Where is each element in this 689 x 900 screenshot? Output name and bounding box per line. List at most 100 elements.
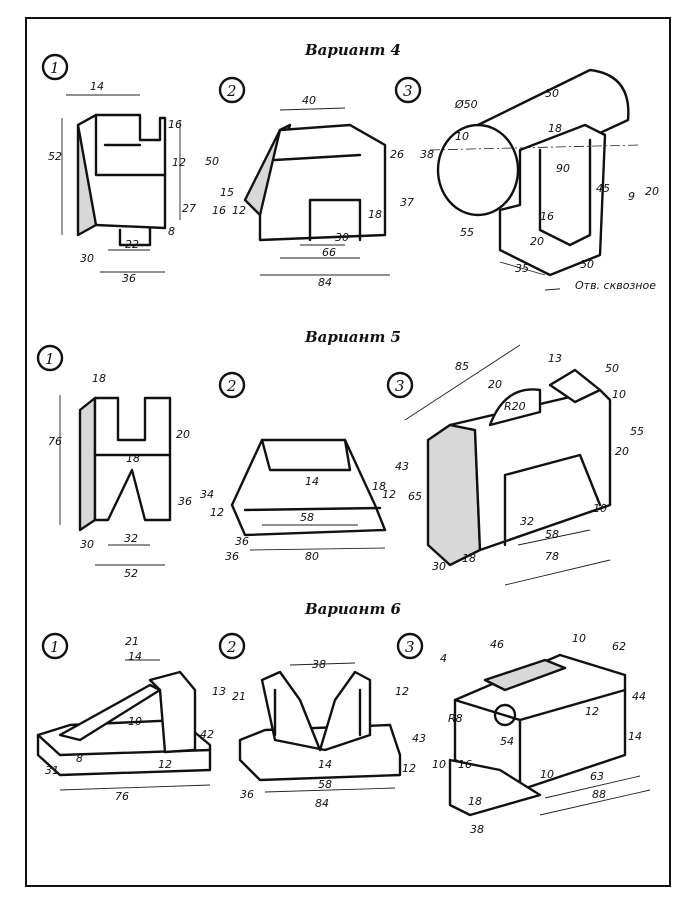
dimension-label: 18 — [372, 480, 386, 493]
dimension-label: 30 — [80, 538, 94, 551]
dimension-label: 18 — [548, 122, 562, 135]
dimension-label: 50 — [605, 362, 619, 375]
dimension-label: 26 — [390, 148, 404, 161]
dimension-label: 36 — [122, 272, 136, 285]
dimension-label: 36 — [178, 495, 192, 508]
part-edge — [94, 113, 167, 177]
dimension-label: 16 — [540, 210, 554, 223]
dimension-label: 45 — [596, 182, 610, 195]
dimension-line — [517, 529, 591, 546]
dimension-label: 52 — [48, 150, 62, 163]
part-edge — [118, 226, 152, 247]
dimension-label: 14 — [305, 475, 319, 488]
dimension-label: 58 — [300, 511, 314, 524]
variant-4-title: Вариант 4 — [304, 41, 401, 59]
dimension-label: 10 — [455, 130, 469, 143]
variant-5-part-3: 3 85 13 50 20 R20 10 55 20 65 32 58 10 3… — [386, 344, 644, 586]
variant-4-part-1: 1 14 16 52 12 27 8 22 30 36 — [41, 53, 196, 285]
dimension-label: 21 — [232, 690, 246, 703]
dimension-label: 13 — [212, 685, 226, 698]
dimension-label: 12 — [585, 705, 599, 718]
dimension-label: 38 — [470, 823, 484, 836]
part-number-circle — [41, 53, 69, 81]
variant-6-part-3: 3 46 10 62 4 R8 12 44 54 14 10 16 10 63 … — [396, 632, 651, 836]
dimension-label: 50 — [580, 258, 594, 271]
dimension-label: 44 — [632, 690, 646, 703]
sheet-frame — [25, 17, 671, 887]
dimension-label: 27 — [182, 202, 196, 215]
dimension-label: 15 — [220, 186, 234, 199]
part-number: 1 — [50, 59, 60, 77]
dimension-label: 8 — [168, 225, 175, 238]
dimension-line — [539, 789, 651, 816]
dimension-label: 10 — [540, 768, 554, 781]
dimension-label: 37 — [400, 196, 414, 209]
dimension-label: 13 — [548, 352, 562, 365]
dimension-label: 16 — [168, 118, 182, 131]
dimension-label: 50 — [205, 155, 219, 168]
dimension-label: 30 — [80, 252, 94, 265]
variant-5-part-1: 1 18 76 20 18 36 32 30 52 — [36, 344, 192, 580]
dimension-label: 30 — [335, 231, 349, 244]
dimension-label: 10 — [432, 758, 446, 771]
svg-text:3: 3 — [395, 377, 405, 395]
dimension-label: 80 — [305, 550, 319, 563]
dimension-label: 18 — [468, 795, 482, 808]
dimension-label: 42 — [200, 728, 214, 741]
variant-5-part-2: 2 14 34 12 36 18 43 12 58 36 80 — [200, 371, 409, 563]
svg-text:1: 1 — [50, 638, 60, 656]
dimension-label: 14 — [90, 80, 104, 93]
dimension-label: 9 — [628, 190, 635, 203]
dimension-label: 54 — [500, 735, 514, 748]
dimension-label: 63 — [590, 770, 604, 783]
dimension-label: 40 — [302, 94, 316, 107]
part-front-face — [76, 113, 167, 230]
dimension-label: 32 — [520, 515, 534, 528]
dimension-label: 88 — [592, 788, 606, 801]
dimension-label: 32 — [124, 532, 138, 545]
dimension-line — [264, 787, 396, 793]
hole-note: Отв. сквозное — [575, 279, 656, 292]
dimension-label: 30 — [432, 560, 446, 573]
dimension-label: 20 — [530, 235, 544, 248]
dimension-label: 4 — [440, 652, 447, 665]
dimension-label: 84 — [318, 276, 332, 289]
dimension-label: 20 — [645, 185, 659, 198]
dimension-label: 14 — [128, 650, 142, 663]
variant-5-title: Вариант 5 — [304, 328, 401, 346]
dimension-label: 84 — [315, 797, 329, 810]
dimension-line — [504, 559, 611, 586]
dimension-label: 36 — [225, 550, 239, 563]
dimension-label: 43 — [412, 732, 426, 745]
dimension-label: 58 — [545, 528, 559, 541]
dimension-label: 14 — [628, 730, 642, 743]
dimension-label: 12 — [210, 506, 224, 519]
dimension-label: 55 — [460, 226, 474, 239]
dimension-label: 46 — [490, 638, 504, 651]
dimension-label: 10 — [572, 632, 586, 645]
variant-4-part-2: 2 40 50 26 15 16 12 37 18 30 66 84 — [205, 76, 414, 289]
dimension-label: 55 — [630, 425, 644, 438]
dimension-label: 43 — [395, 460, 409, 473]
variant-4-part-3: 3 Ø50 50 10 38 18 90 45 20 9 55 16 20 35… — [394, 68, 659, 295]
dimension-label: 16 — [212, 204, 226, 217]
dimension-label: 58 — [318, 778, 332, 791]
dimension-label: 50 — [545, 87, 559, 100]
dimension-label: 10 — [128, 715, 142, 728]
dimension-label: Ø50 — [454, 98, 478, 111]
dimension-label: 18 — [126, 452, 140, 465]
dimension-label: 21 — [125, 635, 139, 648]
dimension-label: 12 — [402, 762, 416, 775]
svg-text:1: 1 — [45, 350, 55, 368]
dimension-label: 14 — [318, 758, 332, 771]
dimension-label: 8 — [76, 752, 83, 765]
dimension-label: 35 — [515, 262, 529, 275]
svg-text:3: 3 — [403, 82, 413, 100]
dimension-label: 62 — [612, 640, 626, 653]
dimension-label: 38 — [312, 658, 326, 671]
dimension-label: 90 — [556, 162, 570, 175]
dimension-label: 12 — [382, 488, 396, 501]
dimension-label: 20 — [488, 378, 502, 391]
dimension-label: 22 — [125, 238, 139, 251]
